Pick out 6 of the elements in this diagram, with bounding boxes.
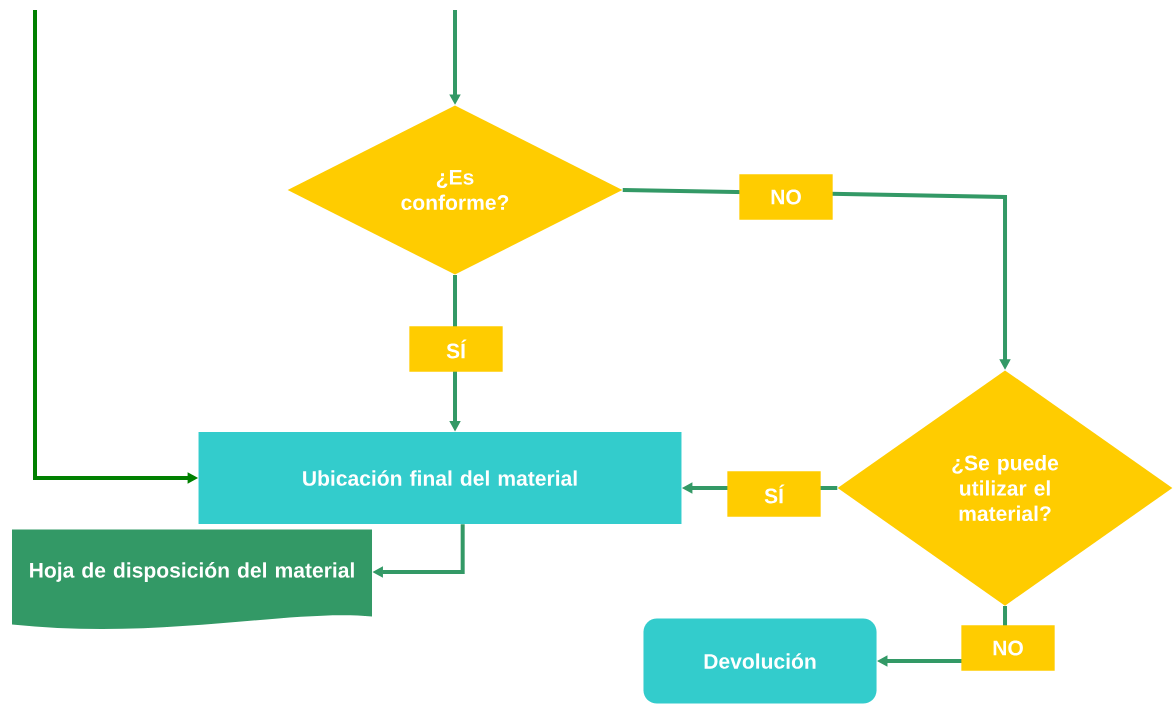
- edge-label: SÍ: [727, 471, 821, 517]
- edge-label: SÍ: [409, 326, 503, 372]
- edge-label: NO: [739, 174, 833, 220]
- terminal-box: Devolución: [643, 618, 877, 704]
- process-box: Ubicación final del material: [198, 432, 682, 524]
- edge-label: NO: [961, 625, 1055, 671]
